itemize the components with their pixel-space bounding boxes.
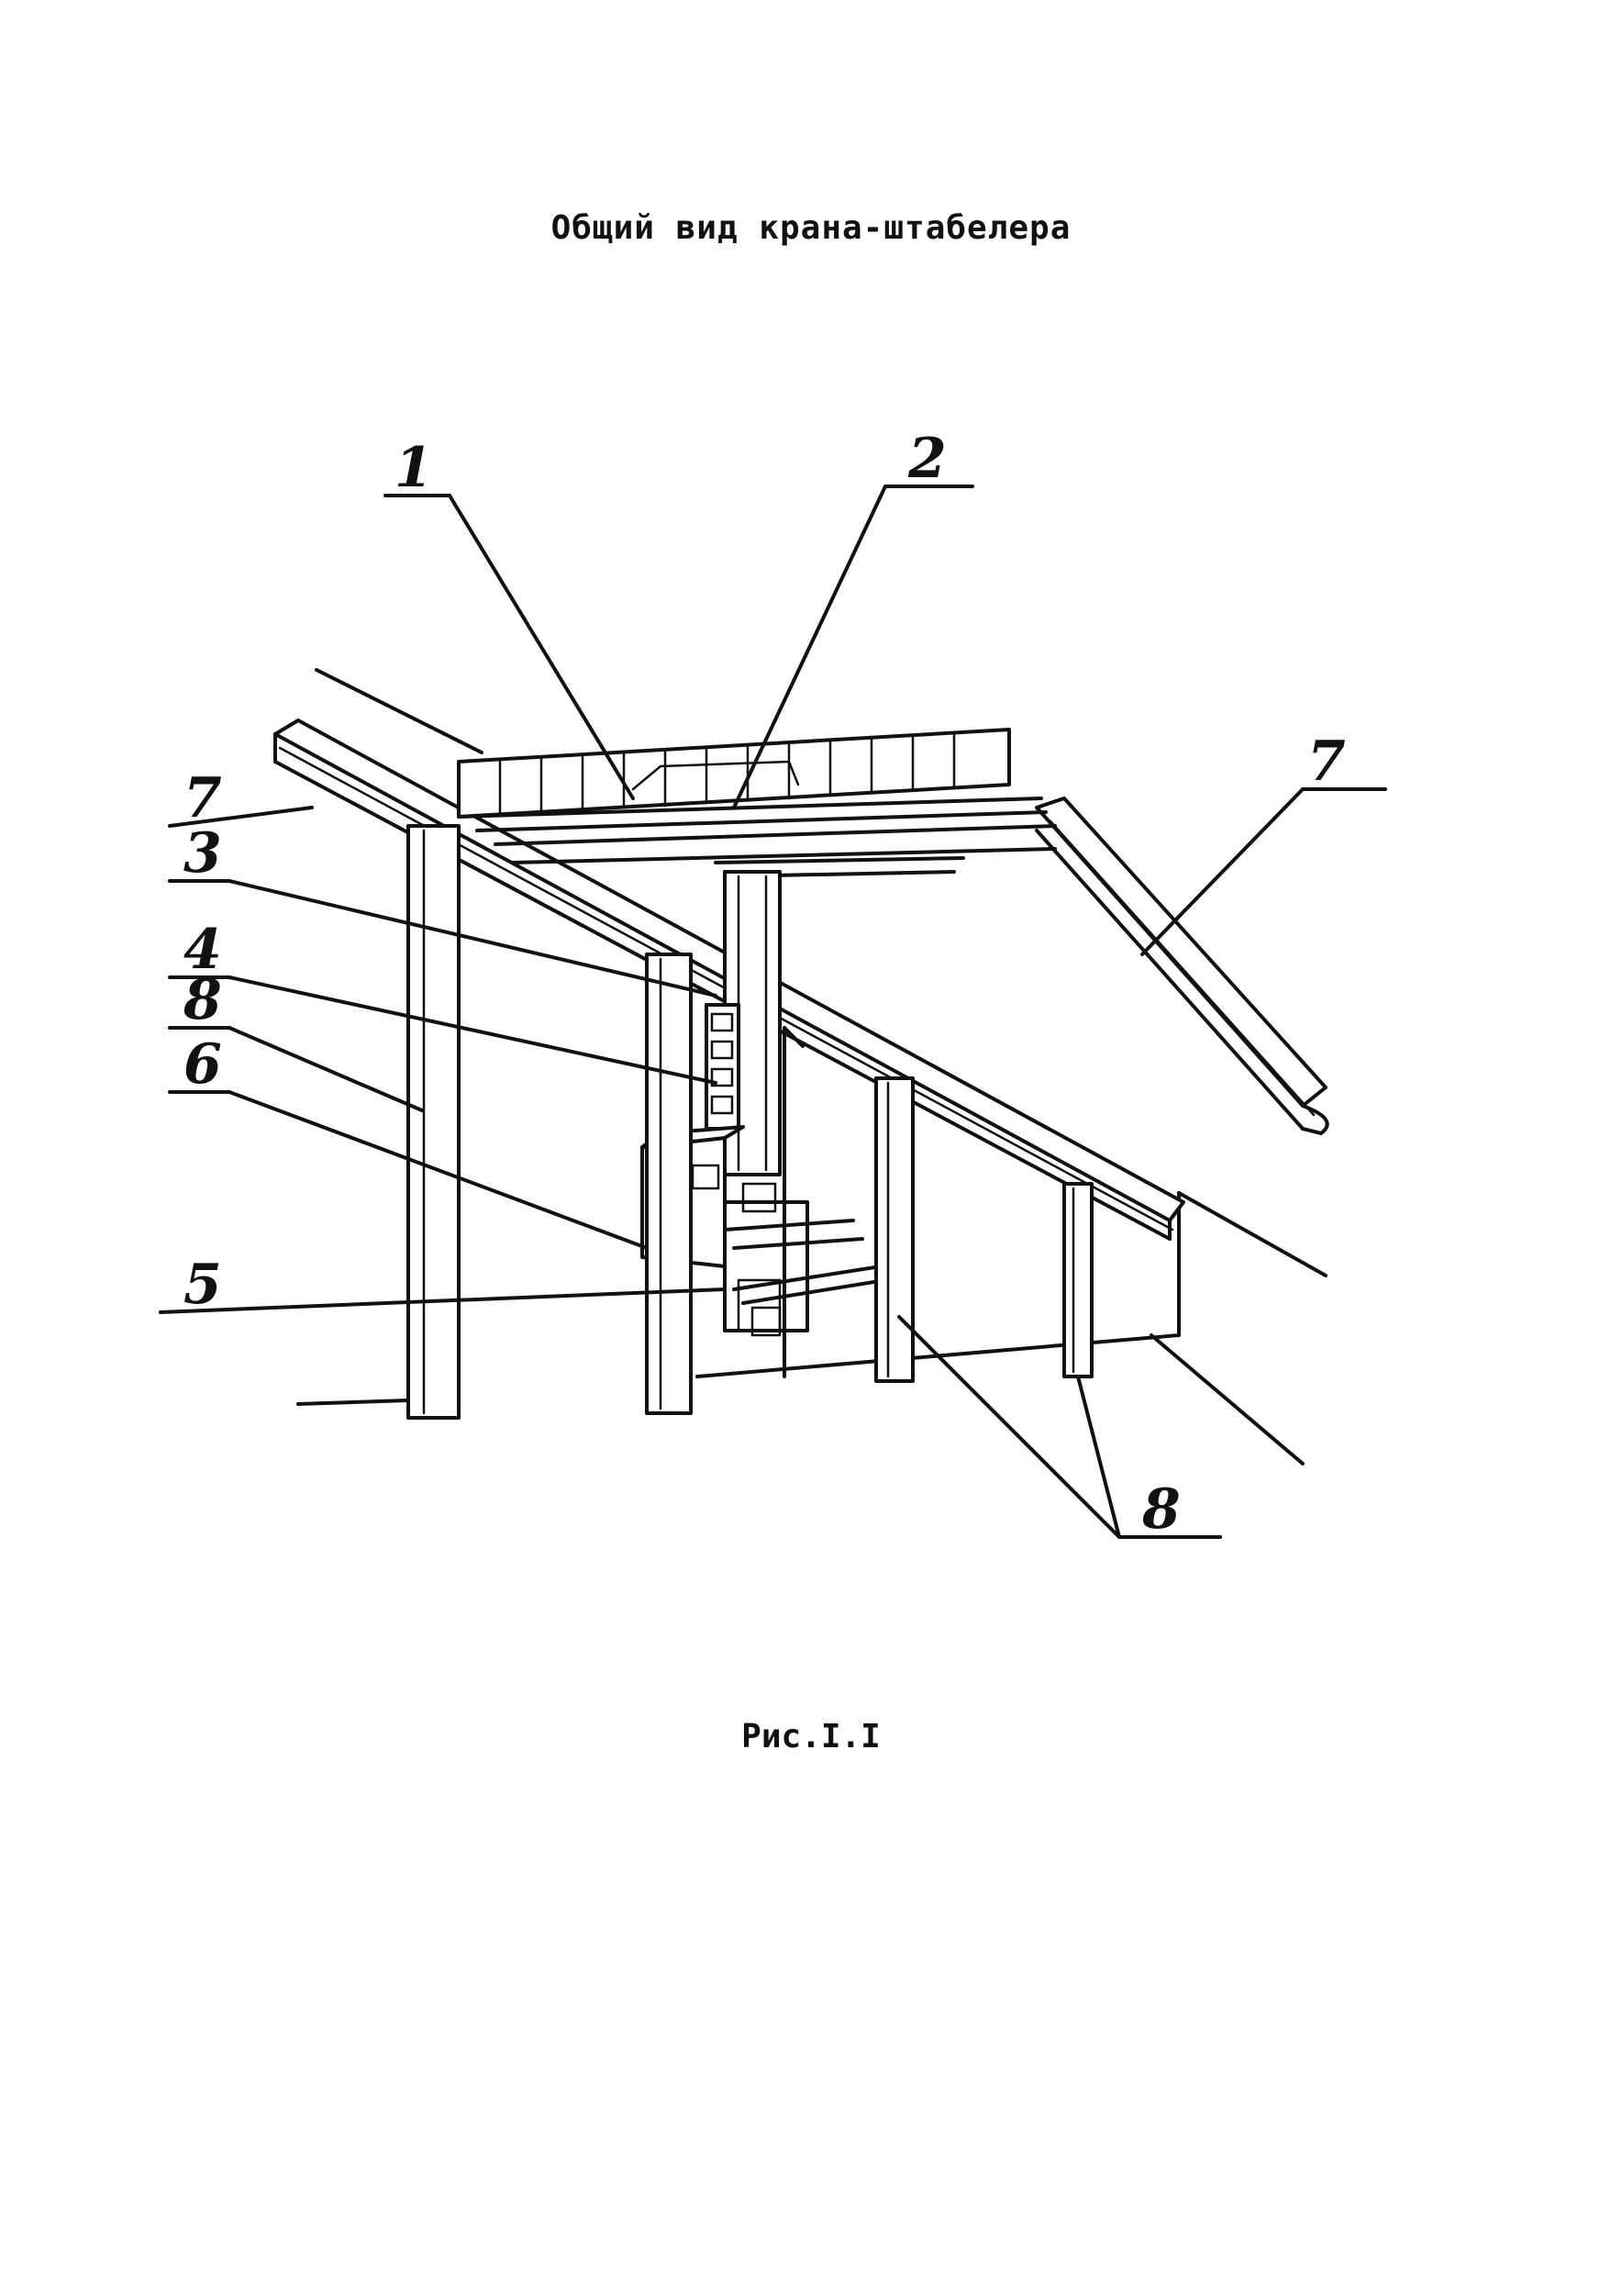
bridge-girder (457, 728, 1057, 864)
building-columns (406, 824, 1094, 1420)
column-right (1062, 1182, 1094, 1378)
stacker-mast (705, 856, 965, 1176)
callout-3: 3 (183, 821, 222, 886)
callout-5: 5 (183, 1253, 222, 1317)
callout-numbers: 1 2 7 3 7 4 8 6 5 8 (183, 427, 1346, 1542)
callout-7-left: 7 (183, 766, 222, 830)
column-front-left (406, 824, 461, 1420)
callout-7-right: 7 (1307, 730, 1346, 794)
leader-lines (159, 485, 1387, 1539)
figure-caption: Рис.I.I (741, 1718, 881, 1755)
callout-1: 1 (394, 436, 433, 500)
callout-4: 4 (183, 918, 222, 982)
callout-8-bottom: 8 (1141, 1477, 1181, 1542)
callout-8-left: 8 (183, 968, 222, 1032)
column-middle-left (645, 953, 693, 1415)
column-middle-right (874, 1076, 915, 1383)
background-lines (296, 668, 1328, 1466)
callout-6: 6 (183, 1032, 222, 1097)
callout-2: 2 (907, 427, 947, 491)
right-runway-beam (1035, 797, 1329, 1135)
load-handler (723, 1182, 887, 1337)
figure-title: Общий вид крана-штабелера (550, 209, 1072, 247)
